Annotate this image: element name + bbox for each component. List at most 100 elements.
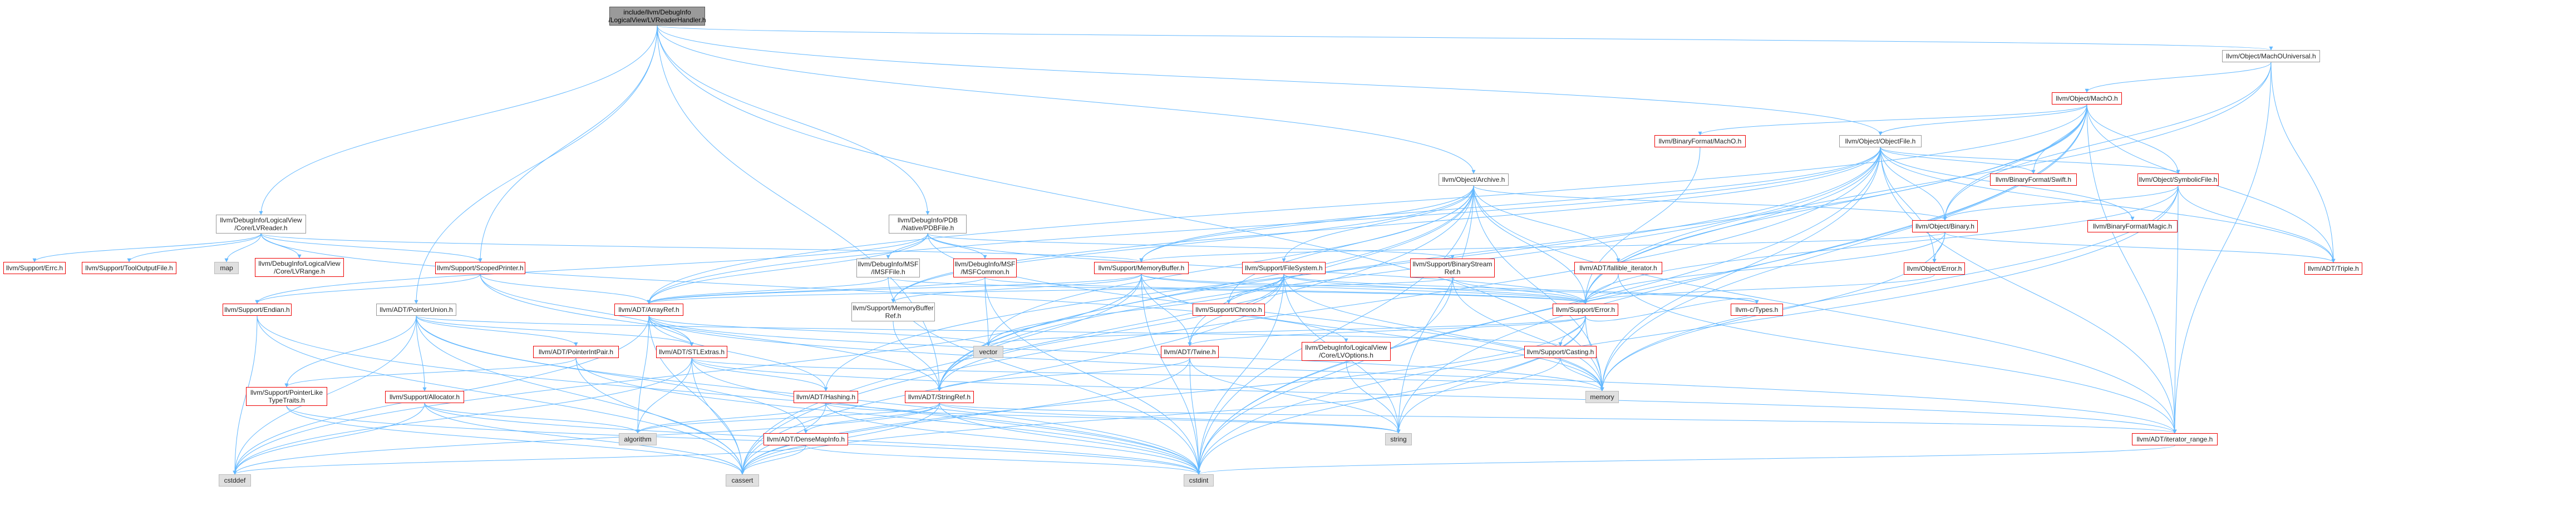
node-lvoptions[interactable]: llvm/DebugInfo/LogicalView /Core/LVOptio… — [1302, 342, 1391, 361]
edge-archive-to-string — [1396, 185, 1474, 434]
node-msfcommon[interactable]: llvm/DebugInfo/MSF /MSFCommon.h — [953, 259, 1017, 277]
node-binfmtswift[interactable]: llvm/BinaryFormat/Swift.h — [1990, 173, 2077, 186]
edge-memorybuffer-to-stringref — [937, 274, 1142, 391]
edge-pointerunion-to-pointerintpair — [416, 315, 578, 346]
edge-densemapinfo-to-cstdint — [805, 445, 1201, 475]
edge-macho-to-objectfile — [1878, 104, 2087, 136]
node-binary[interactable]: llvm/Object/Binary.h — [1912, 220, 1978, 232]
edge-twine-to-cassert — [740, 358, 1190, 475]
edge-macho-to-iterrange — [2086, 104, 2177, 434]
edge-stlextras-to-iterrange — [691, 358, 2177, 434]
edge-iterrange-to-cstdint — [1196, 445, 2175, 475]
edge-root-to-lvreader — [259, 25, 658, 215]
edge-archive-to-cassert — [740, 185, 1474, 475]
node-fallible[interactable]: llvm/ADT/fallible_iterator.h — [1574, 262, 1662, 274]
node-twine[interactable]: llvm/ADT/Twine.h — [1161, 346, 1219, 358]
node-scopedprinter[interactable]: llvm/Support/ScopedPrinter.h — [435, 262, 525, 274]
edge-arrayref-to-algorithm — [636, 315, 649, 434]
edge-root-to-pdbfile — [657, 25, 930, 215]
node-tooloutput[interactable]: llvm/Support/ToolOutputFile.h — [82, 262, 176, 274]
node-lvreader[interactable]: llvm/DebugInfo/LogicalView /Core/LVReade… — [216, 215, 306, 234]
node-cassert[interactable]: cassert — [726, 474, 759, 487]
edge-supporterror-to-twine — [1188, 315, 1586, 346]
node-filesystem[interactable]: llvm/Support/FileSystem.h — [1242, 262, 1326, 274]
edge-lvoptions-to-string — [1346, 360, 1401, 434]
node-vector[interactable]: vector — [973, 346, 1003, 358]
node-supporterrc[interactable]: llvm/Support/Errc.h — [3, 262, 66, 274]
node-casting[interactable]: llvm/Support/Casting.h — [1524, 346, 1597, 358]
edge-root-to-scopedprinter — [478, 25, 658, 262]
node-algorithm[interactable]: algorithm — [619, 433, 657, 445]
edge-arrayref-to-memory — [648, 315, 1604, 391]
edge-machouniversal-to-binary — [1943, 62, 2272, 221]
node-binfmtmacho[interactable]: llvm/BinaryFormat/MachO.h — [1654, 135, 1746, 147]
node-chrono[interactable]: llvm/Support/Chrono.h — [1193, 304, 1265, 316]
node-ctypes[interactable]: llvm-c/Types.h — [1731, 304, 1783, 316]
edge-lvreader-to-scopedprinter — [260, 233, 482, 262]
node-cstddef[interactable]: cstddef — [219, 474, 251, 487]
edge-pointerunion-to-stlextras — [416, 315, 694, 346]
node-memorybuffer[interactable]: llvm/Support/MemoryBuffer.h — [1094, 262, 1189, 274]
edge-stringref-to-algorithm — [636, 403, 940, 434]
node-string[interactable]: string — [1385, 433, 1412, 445]
node-ptrlike[interactable]: llvm/Support/PointerLike TypeTraits.h — [246, 387, 327, 406]
edge-supporterror-to-ctypes — [1585, 298, 1759, 321]
edge-root-to-archive — [657, 25, 1476, 174]
edge-archive-to-membufref — [891, 185, 1474, 303]
node-allocator[interactable]: llvm/Support/Allocator.h — [385, 391, 464, 403]
node-supporterror[interactable]: llvm/Support/Error.h — [1553, 304, 1618, 316]
edge-supporterror-to-vector — [986, 315, 1586, 346]
node-archive[interactable]: llvm/Object/Archive.h — [1439, 173, 1509, 186]
node-membufref[interactable]: llvm/Support/MemoryBuffer Ref.h — [851, 302, 935, 321]
node-pdbfile[interactable]: llvm/DebugInfo/PDB /Native/PDBFile.h — [889, 215, 967, 234]
node-binarystreamref[interactable]: llvm/Support/BinaryStream Ref.h — [1410, 259, 1495, 277]
edge-pdbfile-to-endian — [255, 233, 928, 304]
edge-pointerunion-to-densemapinfo — [416, 315, 808, 434]
node-root[interactable]: include/llvm/DebugInfo /LogicalView/LVRe… — [609, 7, 706, 26]
edge-objectfile-to-binfmtswift — [1880, 147, 2036, 174]
edge-symbolicfile-to-cstdint — [1196, 185, 2179, 475]
edge-scopedprinter-to-stlextras — [480, 274, 694, 346]
edge-filesystem-to-supporterror — [1283, 274, 1588, 304]
edge-lvreader-to-tooloutput — [127, 233, 262, 262]
edge-pointerunion-to-casting — [416, 315, 1563, 346]
edge-lvreader-to-map — [224, 233, 262, 262]
node-pointerintpair[interactable]: llvm/ADT/PointerIntPair.h — [533, 346, 619, 358]
node-machouniversal[interactable]: llvm/Object/MachOUniversal.h — [2222, 50, 2320, 62]
node-cstdint[interactable]: cstdint — [1184, 474, 1214, 487]
node-symbolicfile[interactable]: llvm/Object/SymbolicFile.h — [2137, 173, 2219, 186]
node-densemapinfo[interactable]: llvm/ADT/DenseMapInfo.h — [764, 433, 848, 445]
edge-memorybuffer-to-memory — [1141, 274, 1604, 391]
node-endian[interactable]: llvm/Support/Endian.h — [223, 304, 292, 316]
edge-stlextras-to-algorithm — [636, 358, 692, 434]
node-binfmtmagic[interactable]: llvm/BinaryFormat/Magic.h — [2087, 220, 2178, 232]
edge-pdbfile-to-arrayref — [647, 233, 928, 304]
edge-root-to-memory — [657, 25, 1604, 391]
node-memory[interactable]: memory — [1585, 391, 1619, 403]
edge-macho-to-symbolicfile — [2086, 104, 2180, 174]
node-stringref[interactable]: llvm/ADT/StringRef.h — [905, 391, 974, 403]
node-stlextras[interactable]: llvm/ADT/STLExtras.h — [656, 346, 727, 358]
node-map[interactable]: map — [214, 262, 239, 274]
edge-objectfile-to-symbolicfile — [1880, 147, 2180, 174]
edge-twine-to-cstdint — [1189, 358, 1201, 475]
node-lvrange[interactable]: llvm/DebugInfo/LogicalView /Core/LVRange… — [255, 258, 344, 277]
node-hashing[interactable]: llvm/ADT/Hashing.h — [794, 391, 858, 403]
edge-arrayref-to-cassert — [648, 315, 745, 475]
edge-stlextras-to-cstdint — [691, 358, 1201, 475]
edge-twine-to-string — [1189, 358, 1401, 434]
node-objectfile[interactable]: llvm/Object/ObjectFile.h — [1839, 135, 1922, 147]
edge-archive-to-filesystem — [1282, 185, 1474, 262]
edge-root-to-objectfile — [657, 25, 1883, 136]
node-objecterror[interactable]: llvm/Object/Error.h — [1904, 262, 1965, 275]
edge-root-to-stringref — [657, 25, 942, 391]
node-pointerunion[interactable]: llvm/ADT/PointerUnion.h — [376, 304, 456, 316]
node-arrayref[interactable]: llvm/ADT/ArrayRef.h — [614, 304, 683, 316]
node-triple[interactable]: llvm/ADT/Triple.h — [2304, 262, 2362, 275]
edge-hashing-to-algorithm — [636, 403, 826, 434]
node-iterrange[interactable]: llvm/ADT/iterator_range.h — [2132, 433, 2218, 445]
edge-machouniversal-to-triple — [2270, 62, 2336, 263]
node-msffile[interactable]: llvm/DebugInfo/MSF /IMSFFile.h — [856, 259, 920, 277]
node-macho[interactable]: llvm/Object/MachO.h — [2052, 92, 2122, 105]
edge-objectfile-to-membufref — [891, 147, 1881, 303]
